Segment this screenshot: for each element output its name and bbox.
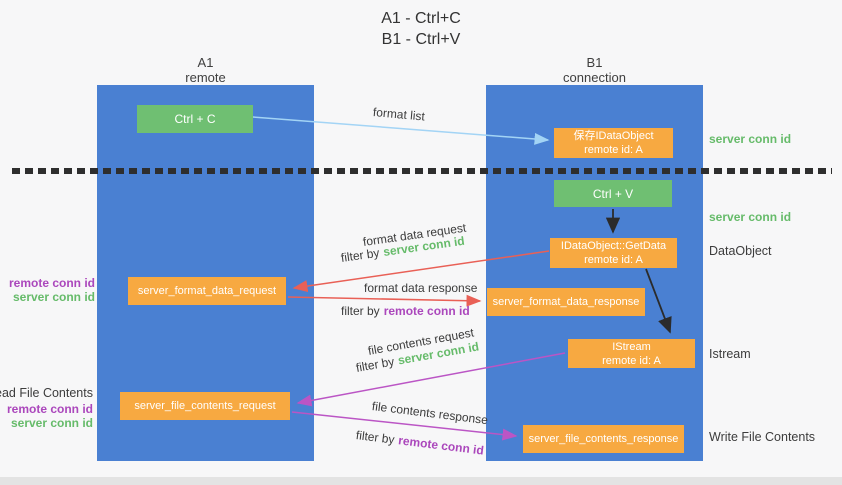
node-save-idataobject: 保存IDataObject remote id: A — [554, 128, 673, 158]
node-idataobject-getdata: IDataObject::GetData remote id: A — [550, 238, 677, 268]
node-format-response-label: server_format_data_response — [492, 296, 640, 308]
lane-left-title: A1 — [197, 55, 214, 70]
annotation-server-conn-id-2: server conn id — [10, 416, 93, 430]
filter-by-text: filter by — [340, 245, 381, 265]
node-file-response-label: server_file_contents_response — [528, 433, 679, 445]
node-istream-line2: remote id: A — [602, 354, 661, 367]
filter-by-text: filter by — [354, 354, 396, 375]
diagram-title: A1 - Ctrl+C B1 - Ctrl+V — [0, 8, 842, 50]
annotation-write-file-contents: Write File Contents — [709, 430, 816, 444]
node-save-idataobject-line2: remote id: A — [584, 144, 643, 156]
node-istream: IStream remote id: A — [568, 339, 695, 368]
remote-conn-id-text: remote conn id — [397, 433, 485, 458]
title-line-2: B1 - Ctrl+V — [381, 31, 461, 48]
label-format-data-response: format data response — [364, 281, 478, 295]
annotation-read-file-contents: Read File Contents — [0, 386, 93, 400]
lane-left-subtitle: remote — [185, 70, 226, 85]
annotation-dataobject: DataObject — [709, 244, 772, 258]
filter-by-text: filter by — [341, 304, 380, 318]
label-file-contents-response: file contents response — [371, 399, 489, 428]
node-server-format-data-request: server_format_data_request — [128, 277, 286, 305]
node-ctrl-c-label: Ctrl + C — [174, 112, 216, 126]
node-ctrl-v-label: Ctrl + V — [592, 186, 634, 201]
node-ctrl-v: Ctrl + V — [554, 180, 672, 207]
bottom-window-band — [0, 477, 842, 485]
node-ctrl-c: Ctrl + C — [137, 105, 253, 133]
node-istream-line1: IStream — [612, 340, 651, 353]
filter-by-text: filter by — [355, 428, 396, 447]
machine-boundary-dashed-line — [12, 168, 832, 174]
annotation-istream: Istream — [709, 347, 751, 361]
node-server-format-data-response: server_format_data_response — [487, 288, 645, 316]
arrow-format-data-response — [287, 294, 482, 307]
title-line-1: A1 - Ctrl+C — [381, 10, 461, 27]
node-save-idataobject-line1: 保存IDataObject — [573, 130, 654, 142]
node-server-file-contents-request: server_file_contents_request — [120, 392, 290, 420]
annotation-remote-conn-id-1: remote conn id — [8, 276, 95, 290]
lane-header-left: A1 remote — [97, 55, 314, 85]
lane-right-subtitle: connection — [563, 70, 626, 85]
node-getdata-line1: IDataObject::GetData — [560, 240, 667, 252]
lane-header-right: B1 connection — [486, 55, 703, 85]
annotation-remote-conn-id-2: remote conn id — [6, 402, 93, 416]
remote-conn-id-text: remote conn id — [383, 304, 470, 318]
annotation-server-conn-id-mid: server conn id — [709, 210, 792, 224]
annotation-server-conn-id-1: server conn id — [12, 290, 95, 304]
node-getdata-line2: remote id: A — [584, 254, 643, 266]
node-server-file-contents-response: server_file_contents_response — [523, 425, 684, 453]
node-file-request-label: server_file_contents_request — [134, 400, 276, 412]
annotation-server-conn-id-top: server conn id — [709, 132, 792, 146]
lane-right-title: B1 — [586, 55, 603, 70]
node-format-request-label: server_format_data_request — [137, 285, 277, 297]
label-format-list: format list — [372, 105, 426, 124]
